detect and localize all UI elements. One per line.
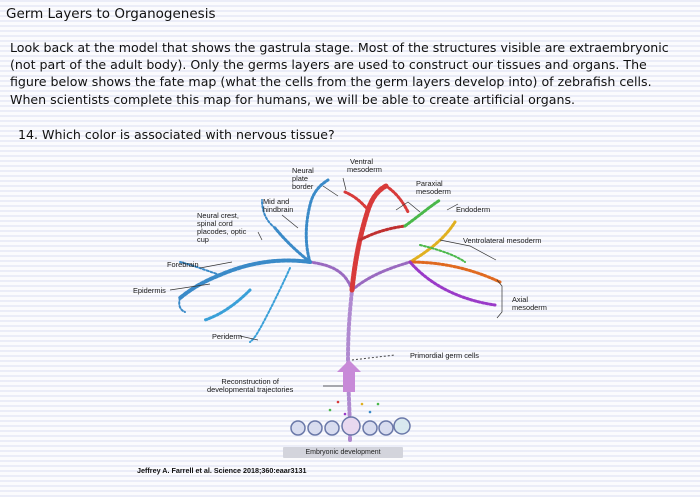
pgc-line <box>351 354 396 361</box>
question-14: 14. Which color is associated with nervo… <box>18 127 335 142</box>
paragraph-line: When scientists complete this map for hu… <box>10 91 576 107</box>
label-axial-mesoderm: Axial mesoderm <box>512 295 547 312</box>
label-ventral-mesoderm: Ventral mesoderm <box>347 157 382 174</box>
paragraph-line: figure below shows the fate map (what th… <box>10 74 652 90</box>
tree-trunk <box>308 260 412 442</box>
label-mid-hindbrain: Mid and hindbrain <box>263 197 294 214</box>
ectoderm-branches <box>178 178 330 343</box>
label-reconstruction: Reconstruction of developmental trajecto… <box>207 377 294 394</box>
label-primordial-germ-cells: Primordial germ cells <box>410 351 479 360</box>
label-endoderm: Endoderm <box>456 205 491 214</box>
embryo-stages <box>290 416 411 436</box>
label-paraxial-mesoderm: Paraxial mesoderm <box>416 179 451 196</box>
label-neural-crest: Neural crest, spinal cord placodes, opti… <box>197 211 247 244</box>
page-title: Germ Layers to Organogenesis <box>6 6 216 22</box>
label-leaders <box>169 177 503 387</box>
citation: Jeffrey A. Farrell et al. Science 2018;3… <box>137 466 307 475</box>
label-forebrain: Forebrain <box>167 260 199 269</box>
label-epidermis: Epidermis <box>133 286 166 295</box>
label-ventrolateral-mesoderm: Ventrolateral mesoderm <box>463 236 542 245</box>
embryonic-development-bar: Embryonic development <box>283 447 403 458</box>
reconstruction-arrow <box>337 360 361 392</box>
label-neural-plate-border: Neural plate border <box>292 166 314 191</box>
endoderm-branches <box>403 198 502 307</box>
paragraph-line: (not part of the adult body). Only the g… <box>10 57 647 73</box>
scatter-dots <box>328 400 380 416</box>
label-periderm: Periderm <box>212 332 242 341</box>
paragraph-line: Look back at the model that shows the ga… <box>10 40 669 55</box>
intro-paragraph: Look back at the model that shows the ga… <box>10 39 690 108</box>
mesoderm-branches <box>343 183 410 293</box>
